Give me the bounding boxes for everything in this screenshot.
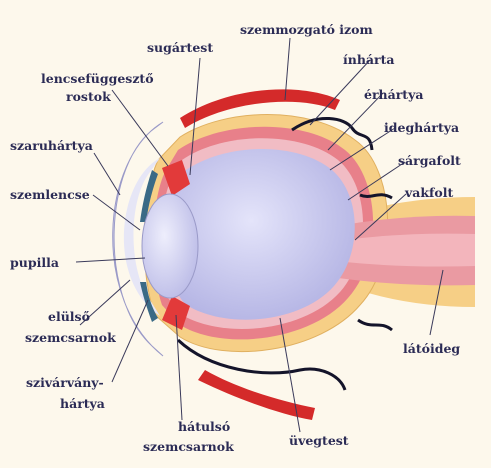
label-szemmozgato-izom: szemmozgató izom [240,22,373,37]
tendon-line-lower-right [358,320,392,330]
label-elulso-2: szemcsarnok [25,330,116,345]
label-lencsefuggeszto-2: rostok [66,89,111,104]
label-vakfolt: vakfolt [404,185,453,200]
label-pupilla: pupilla [10,255,59,270]
label-szaruhartya: szaruhártya [10,138,93,153]
label-szivarvany-1: szivárvány- [26,375,104,390]
label-latoideg: látóideg [403,341,460,356]
label-elulso-1: elülső [48,309,90,324]
label-sargafolt: sárgafolt [398,153,461,168]
optic-nerve-stripe [345,234,475,267]
label-erharta: érhártya [364,87,423,102]
label-hatulso-1: hátulsó [178,419,230,434]
label-ideghartya: ideghártya [384,120,459,135]
label-inharta: ínhárta [343,52,394,67]
label-lencsefuggeszto-1: lencsefüggesztő [41,71,154,86]
lens [142,194,198,298]
label-szemlencse: szemlencse [10,187,90,202]
label-sugartest: sugártest [147,40,213,55]
label-uvegtest: üvegtest [289,433,349,448]
label-hatulso-2: szemcsarnok [143,439,234,454]
eye-muscle-bottom [198,370,315,420]
label-szivarvany-2: hártya [60,396,105,411]
